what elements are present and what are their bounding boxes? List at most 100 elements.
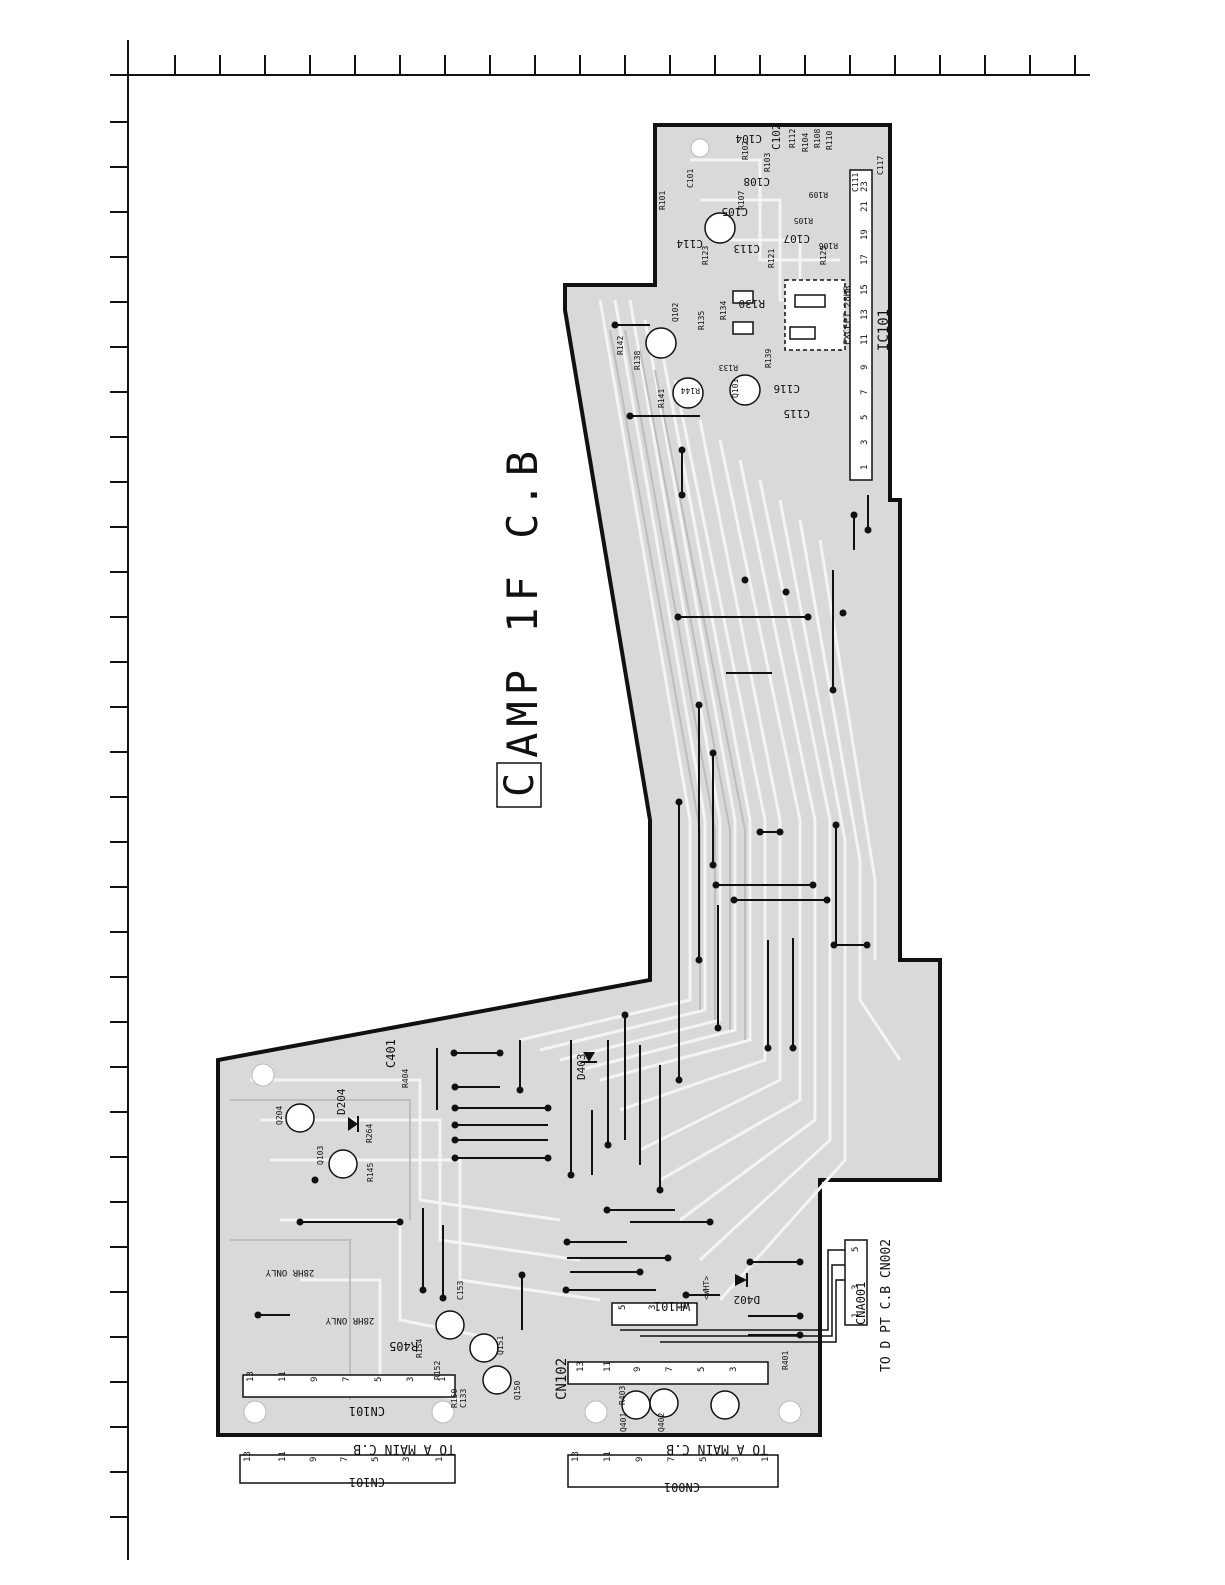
svg-text:R144: R144	[681, 386, 700, 395]
note-28hr-only-2: 28HR ONLY	[325, 1315, 374, 1325]
svg-text:R108: R108	[813, 129, 822, 148]
svg-text:Q401: Q401	[619, 1413, 628, 1432]
svg-text:R109: R109	[809, 190, 828, 199]
svg-text:11: 11	[860, 334, 870, 345]
svg-text:9: 9	[310, 1377, 320, 1382]
svg-text:13: 13	[576, 1361, 586, 1372]
note-except-28hr: EXCEPT 28HR	[843, 285, 853, 345]
svg-text:Q151: Q151	[496, 1336, 505, 1355]
q403-transistor	[710, 1390, 740, 1420]
svg-text:7: 7	[860, 390, 870, 395]
cn101-ext-pin-labels: 13 11 9 7 5 3 1	[243, 1451, 445, 1462]
svg-text:R141: R141	[657, 389, 666, 408]
svg-text:R102: R102	[741, 141, 750, 160]
svg-text:D403: D403	[575, 1054, 588, 1081]
svg-text:5: 5	[374, 1377, 384, 1382]
cna001-label: CNA001	[854, 1282, 868, 1325]
q150-transistor	[435, 1310, 465, 1340]
svg-text:5: 5	[851, 1247, 861, 1252]
svg-text:3: 3	[729, 1367, 739, 1372]
svg-text:Q402: Q402	[657, 1413, 666, 1432]
q103-transistor	[672, 377, 704, 409]
svg-text:C108: C108	[744, 175, 771, 188]
svg-text:15: 15	[860, 284, 870, 295]
pcb-outline	[216, 123, 942, 1437]
svg-text:13: 13	[860, 309, 870, 320]
svg-text:D204: D204	[335, 1088, 348, 1115]
svg-text:13: 13	[243, 1451, 253, 1462]
svg-text:1: 1	[438, 1377, 448, 1382]
svg-text:Q103: Q103	[316, 1146, 325, 1165]
svg-text:5: 5	[618, 1305, 628, 1310]
svg-text:C116: C116	[774, 382, 801, 395]
svg-text:1: 1	[678, 1305, 688, 1310]
cn001-external	[567, 1454, 779, 1488]
q150b-transistor	[482, 1365, 512, 1395]
svg-text:C105: C105	[722, 205, 749, 218]
svg-text:1: 1	[435, 1457, 445, 1462]
svg-text:C107: C107	[784, 232, 811, 245]
svg-text:C117: C117	[876, 156, 885, 175]
wh101-onboard	[611, 1302, 698, 1326]
svg-text:Q150: Q150	[513, 1381, 522, 1400]
cn101-onboard	[242, 1374, 456, 1398]
svg-text:R264: R264	[365, 1124, 374, 1143]
svg-text:C401: C401	[384, 1039, 398, 1068]
svg-text:11: 11	[603, 1361, 613, 1372]
cn102-onboard	[567, 1361, 769, 1385]
svg-text:R405: R405	[389, 1339, 418, 1353]
svg-text:7: 7	[665, 1367, 675, 1372]
dest-to-pt: TO D PT C.B CN002	[879, 1239, 894, 1372]
svg-text:3: 3	[860, 440, 870, 445]
ic101-strip	[732, 169, 873, 481]
svg-text:R135: R135	[697, 311, 706, 330]
svg-text:7: 7	[340, 1457, 350, 1462]
svg-text:R133: R133	[719, 363, 738, 372]
svg-text:R107: R107	[737, 191, 746, 210]
cn102-pin-labels: 13 11 9 7 5 3	[576, 1361, 739, 1372]
svg-text:R150: R150	[450, 1389, 459, 1408]
svg-text:3: 3	[406, 1377, 416, 1382]
transistors	[285, 212, 761, 1420]
svg-text:13: 13	[246, 1371, 256, 1382]
svg-text:11: 11	[278, 1451, 288, 1462]
svg-text:Q204: Q204	[275, 1106, 284, 1125]
q204-transistor	[285, 1103, 315, 1133]
svg-text:C101: C101	[686, 169, 695, 188]
cna001-pin-labels: 1 3 5	[851, 1247, 861, 1318]
solder-pads	[254, 321, 872, 1339]
svg-text:R104: R104	[801, 133, 810, 152]
svg-text:R110: R110	[825, 131, 834, 150]
note-28hr-only-1: 28HR ONLY	[265, 1267, 314, 1277]
svg-text:R401: R401	[781, 1351, 790, 1370]
svg-text:R121: R121	[767, 249, 776, 268]
transistor-labels: Q101 Q102 Q103 Q204 Q150 Q151 Q401 Q402	[275, 303, 740, 1432]
svg-text:1: 1	[851, 1313, 861, 1318]
svg-text:5: 5	[860, 415, 870, 420]
jumper-wires	[258, 324, 869, 1336]
dest-to-main-2: TO A MAIN C.B	[666, 1441, 768, 1456]
q104-transistor	[729, 374, 761, 406]
svg-text:9: 9	[635, 1457, 645, 1462]
ic101-pin-labels: 1 3 5 7 9 11 13 15 17 19 21 23	[860, 181, 870, 470]
svg-text:R112: R112	[788, 129, 797, 148]
cn101-ext-label: CN101	[349, 1475, 385, 1489]
svg-text:13: 13	[571, 1451, 581, 1462]
svg-text:R130: R130	[739, 297, 766, 310]
svg-text:5: 5	[371, 1457, 381, 1462]
svg-text:C102: C102	[770, 124, 783, 151]
board-letter: C	[497, 773, 543, 797]
svg-text:17: 17	[860, 254, 870, 265]
wh101-pin-labels: 5 3 1	[618, 1305, 688, 1310]
svg-text:9: 9	[633, 1367, 643, 1372]
q103b-transistor	[328, 1149, 358, 1179]
resistor-labels: R101 R102 R103 R104 R108 R110 R112 R107 …	[365, 129, 838, 1408]
diode-labels: D204 D403 D402	[335, 1054, 760, 1307]
svg-text:19: 19	[860, 229, 870, 240]
board-title: AMP 1F C.B	[498, 445, 547, 758]
svg-text:C113: C113	[734, 242, 761, 255]
q102-transistor	[645, 327, 677, 359]
svg-text:R138: R138	[633, 351, 642, 370]
